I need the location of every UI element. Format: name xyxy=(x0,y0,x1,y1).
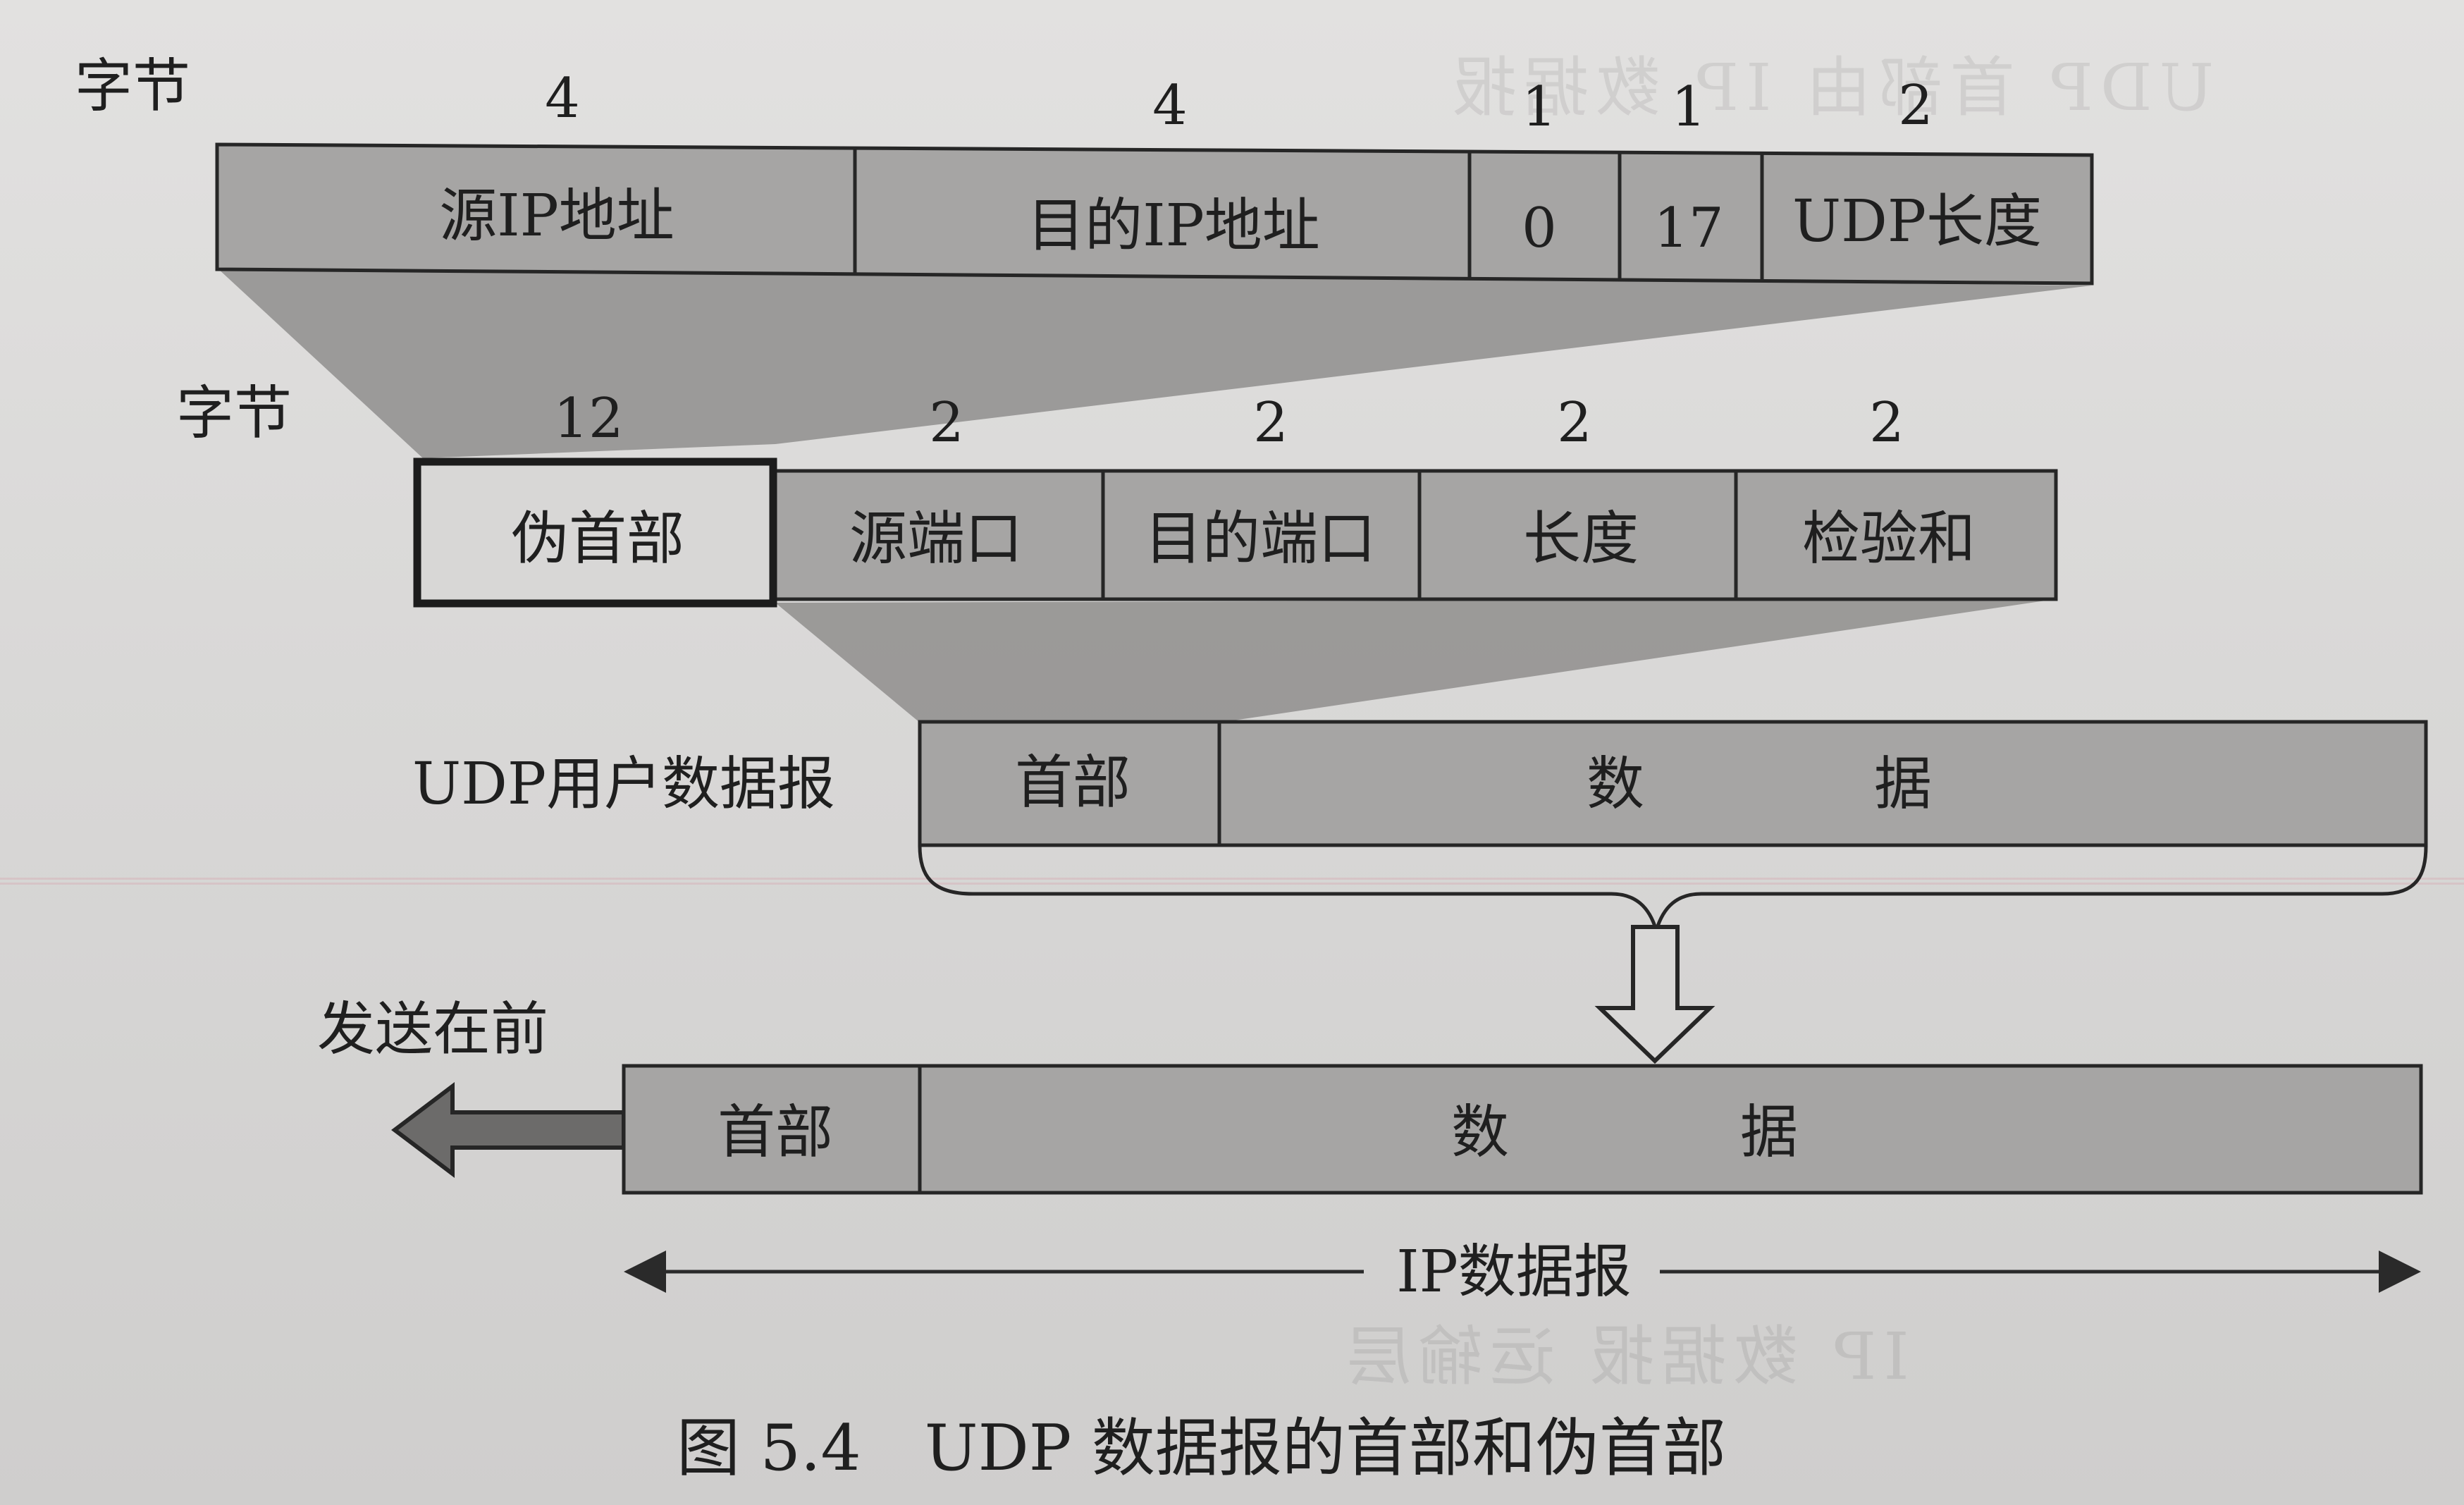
byte-label-top: 字节 xyxy=(75,53,190,120)
byte-size-udp-4: 2 xyxy=(1557,391,1592,455)
udp-field-checksum: 检验和 xyxy=(1802,505,1976,572)
byte-size-top-5: 2 xyxy=(1898,74,1933,137)
ip-datagram-row: 发送在前 首部 数 据 IP数据报 xyxy=(317,996,2423,1306)
ip-data-box xyxy=(918,1064,2423,1195)
udp-datagram-row: UDP用户数据报 首部 数 据 xyxy=(412,720,2428,937)
udp-datagram-data-left: 数 xyxy=(1587,751,1644,818)
field-udp-length: UDP长度 xyxy=(1792,188,2042,255)
udp-datagram-label: UDP用户数据报 xyxy=(412,751,835,818)
field-protocol: 17 xyxy=(1653,197,1723,260)
send-first-label: 发送在前 xyxy=(317,996,548,1063)
udp-header-bar xyxy=(770,469,2058,601)
down-arrow-icon xyxy=(1594,925,1715,1064)
left-arrow-icon xyxy=(391,1081,626,1179)
ip-data-left: 数 xyxy=(1451,1099,1509,1166)
ip-header-text: 首部 xyxy=(717,1099,833,1166)
pseudo-header-bar xyxy=(215,142,2094,285)
ip-data-right: 据 xyxy=(1740,1099,1798,1166)
byte-size-top-1: 4 xyxy=(545,67,580,130)
bleed-line-1 xyxy=(0,878,2464,880)
udp-datagram-header-box xyxy=(918,720,1221,847)
byte-size-udp-2: 2 xyxy=(929,391,964,455)
udp-field-length: 长度 xyxy=(1523,505,1639,572)
field-zero: 0 xyxy=(1522,197,1557,260)
udp-datagram-data-box xyxy=(1217,720,2428,847)
udp-field-destination-port: 目的端口 xyxy=(1145,505,1376,572)
ip-pseudo-header: 字节 4 4 1 1 2 源IP地址 目的IP地址 0 17 UDP长度 xyxy=(75,53,2094,285)
udp-header-row: 字节 12 2 2 2 2 伪首部 源端口 目的端口 长度 检验和 xyxy=(176,380,2058,608)
ip-span-label: IP数据报 xyxy=(1396,1239,1632,1306)
byte-size-udp-5: 2 xyxy=(1869,391,1904,455)
byte-size-top-4: 1 xyxy=(1671,75,1706,139)
ip-header-box xyxy=(622,1064,922,1195)
udp-datagram-data-right: 据 xyxy=(1874,751,1932,818)
udp-datagram-header-text: 首部 xyxy=(1015,749,1131,816)
udp-field-source-port: 源端口 xyxy=(849,505,1023,572)
byte-size-udp-3: 2 xyxy=(1253,391,1288,455)
byte-size-top-3: 1 xyxy=(1522,75,1557,139)
pseudo-header-connector xyxy=(217,268,2092,458)
udp-field-pseudo-header: 伪首部 xyxy=(511,505,684,572)
bleed-line-2 xyxy=(0,883,2464,885)
byte-size-top-2: 4 xyxy=(1152,74,1188,137)
byte-label-udp: 字节 xyxy=(176,380,292,447)
udp-brace xyxy=(918,845,2428,937)
field-source-ip: 源IP地址 xyxy=(439,183,674,250)
pseudo-header-box xyxy=(413,457,777,608)
field-destination-ip: 目的IP地址 xyxy=(1027,192,1320,259)
figure-caption: 图 5.4 UDP 数据报的首部和伪首部 xyxy=(677,1411,1726,1485)
byte-size-udp-1: 12 xyxy=(553,387,623,450)
udp-header-connector xyxy=(775,599,2055,723)
